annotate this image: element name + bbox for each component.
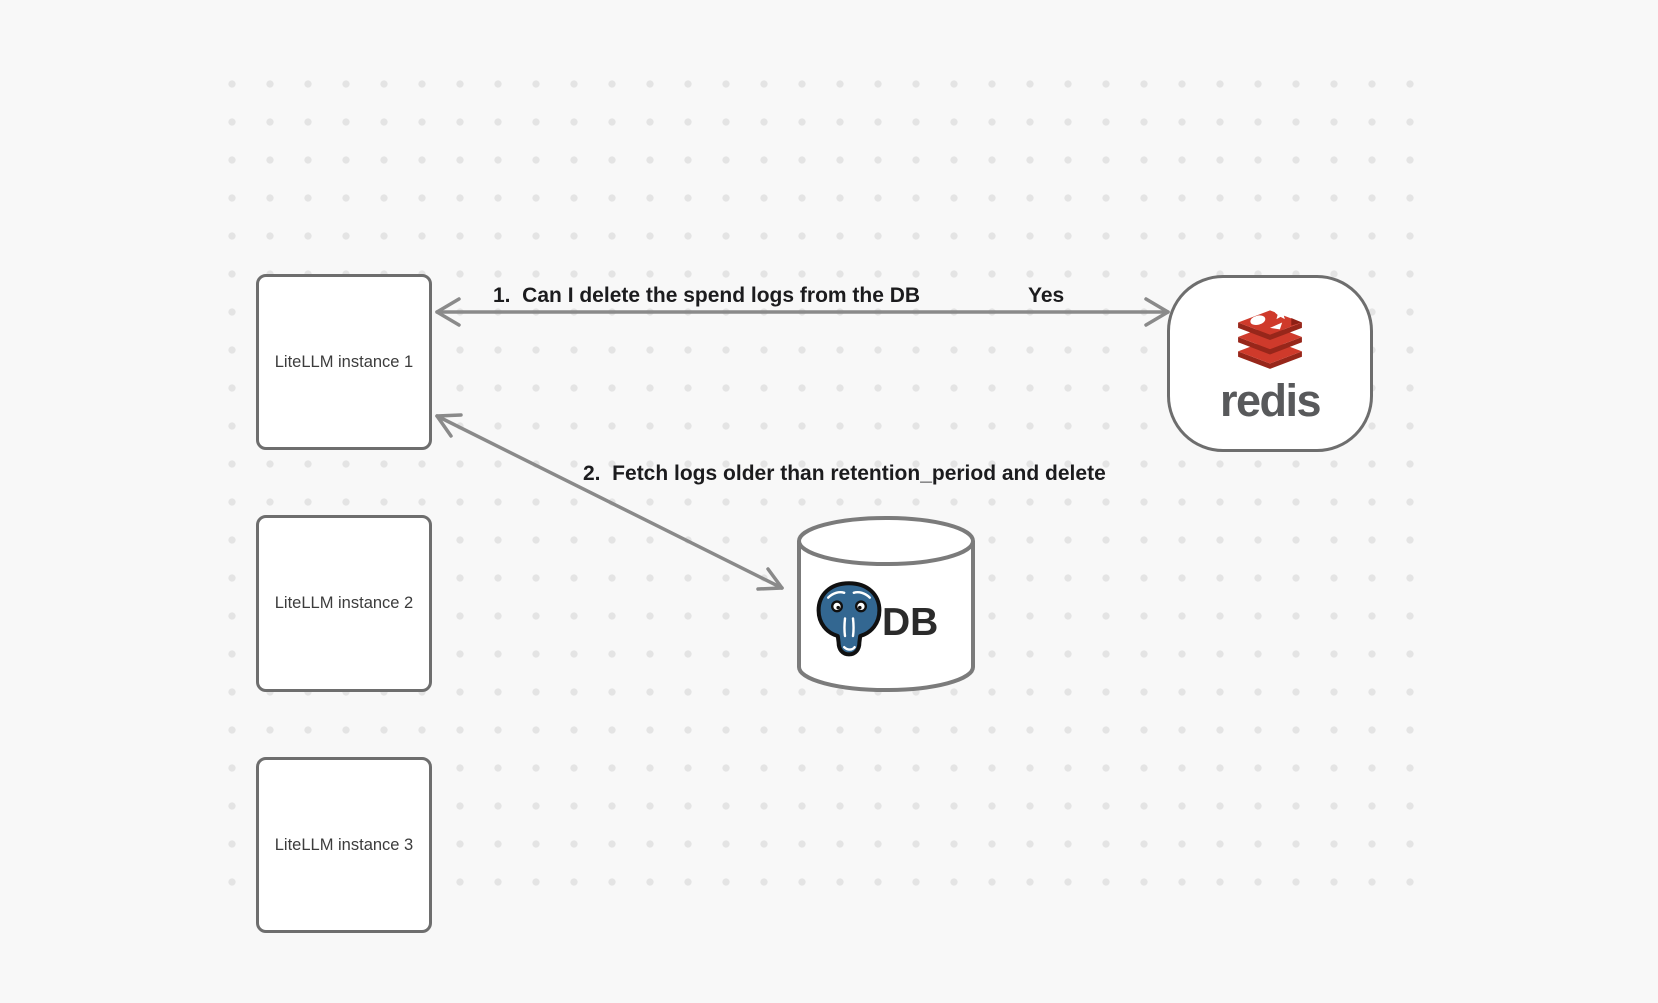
arrowhead-upleft-icon [435, 413, 463, 438]
edge1-label[interactable]: 1. Can I delete the spend logs from the … [493, 284, 921, 307]
edge2-label[interactable]: 2. Fetch logs older than retention_perio… [583, 462, 1106, 485]
edge1-arrow[interactable] [435, 297, 1170, 327]
node-label: LiteLLM instance 3 [274, 835, 414, 854]
arrowhead-left-icon [435, 297, 461, 327]
redis-stack-icon [1238, 308, 1302, 369]
node-litellm-instance-2[interactable]: LiteLLM instance 2 [256, 515, 432, 692]
node-litellm-instance-3[interactable]: LiteLLM instance 3 [256, 757, 432, 933]
node-redis[interactable]: redis [1167, 275, 1373, 452]
node-db[interactable]: DB [795, 514, 979, 696]
edge1-response-label[interactable]: Yes [1028, 284, 1065, 307]
arrowhead-right-icon [1144, 297, 1170, 327]
node-label: LiteLLM instance 2 [274, 594, 414, 612]
node-litellm-instance-1[interactable]: LiteLLM instance 1 [256, 274, 432, 450]
postgres-elephant-icon [816, 581, 882, 657]
arrowhead-downright-icon [756, 567, 784, 591]
node-label: LiteLLM instance 1 [274, 352, 414, 371]
db-label: DB [882, 601, 939, 644]
edge2-arrow[interactable] [435, 413, 784, 591]
redis-wordmark: redis [1219, 375, 1322, 426]
